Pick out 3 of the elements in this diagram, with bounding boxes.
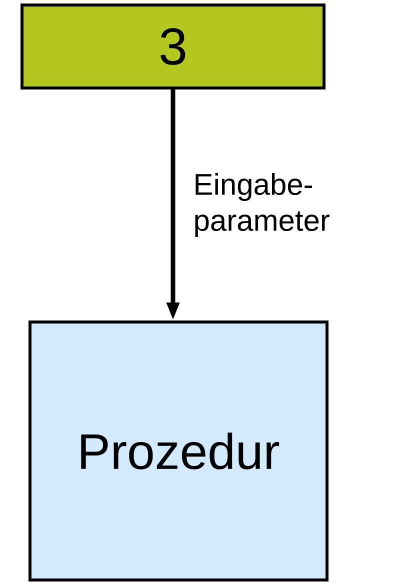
number-box: 3 <box>20 4 326 90</box>
process-box: Prozedur <box>28 320 328 582</box>
edge-label: Eingabe- parameter <box>195 173 330 237</box>
